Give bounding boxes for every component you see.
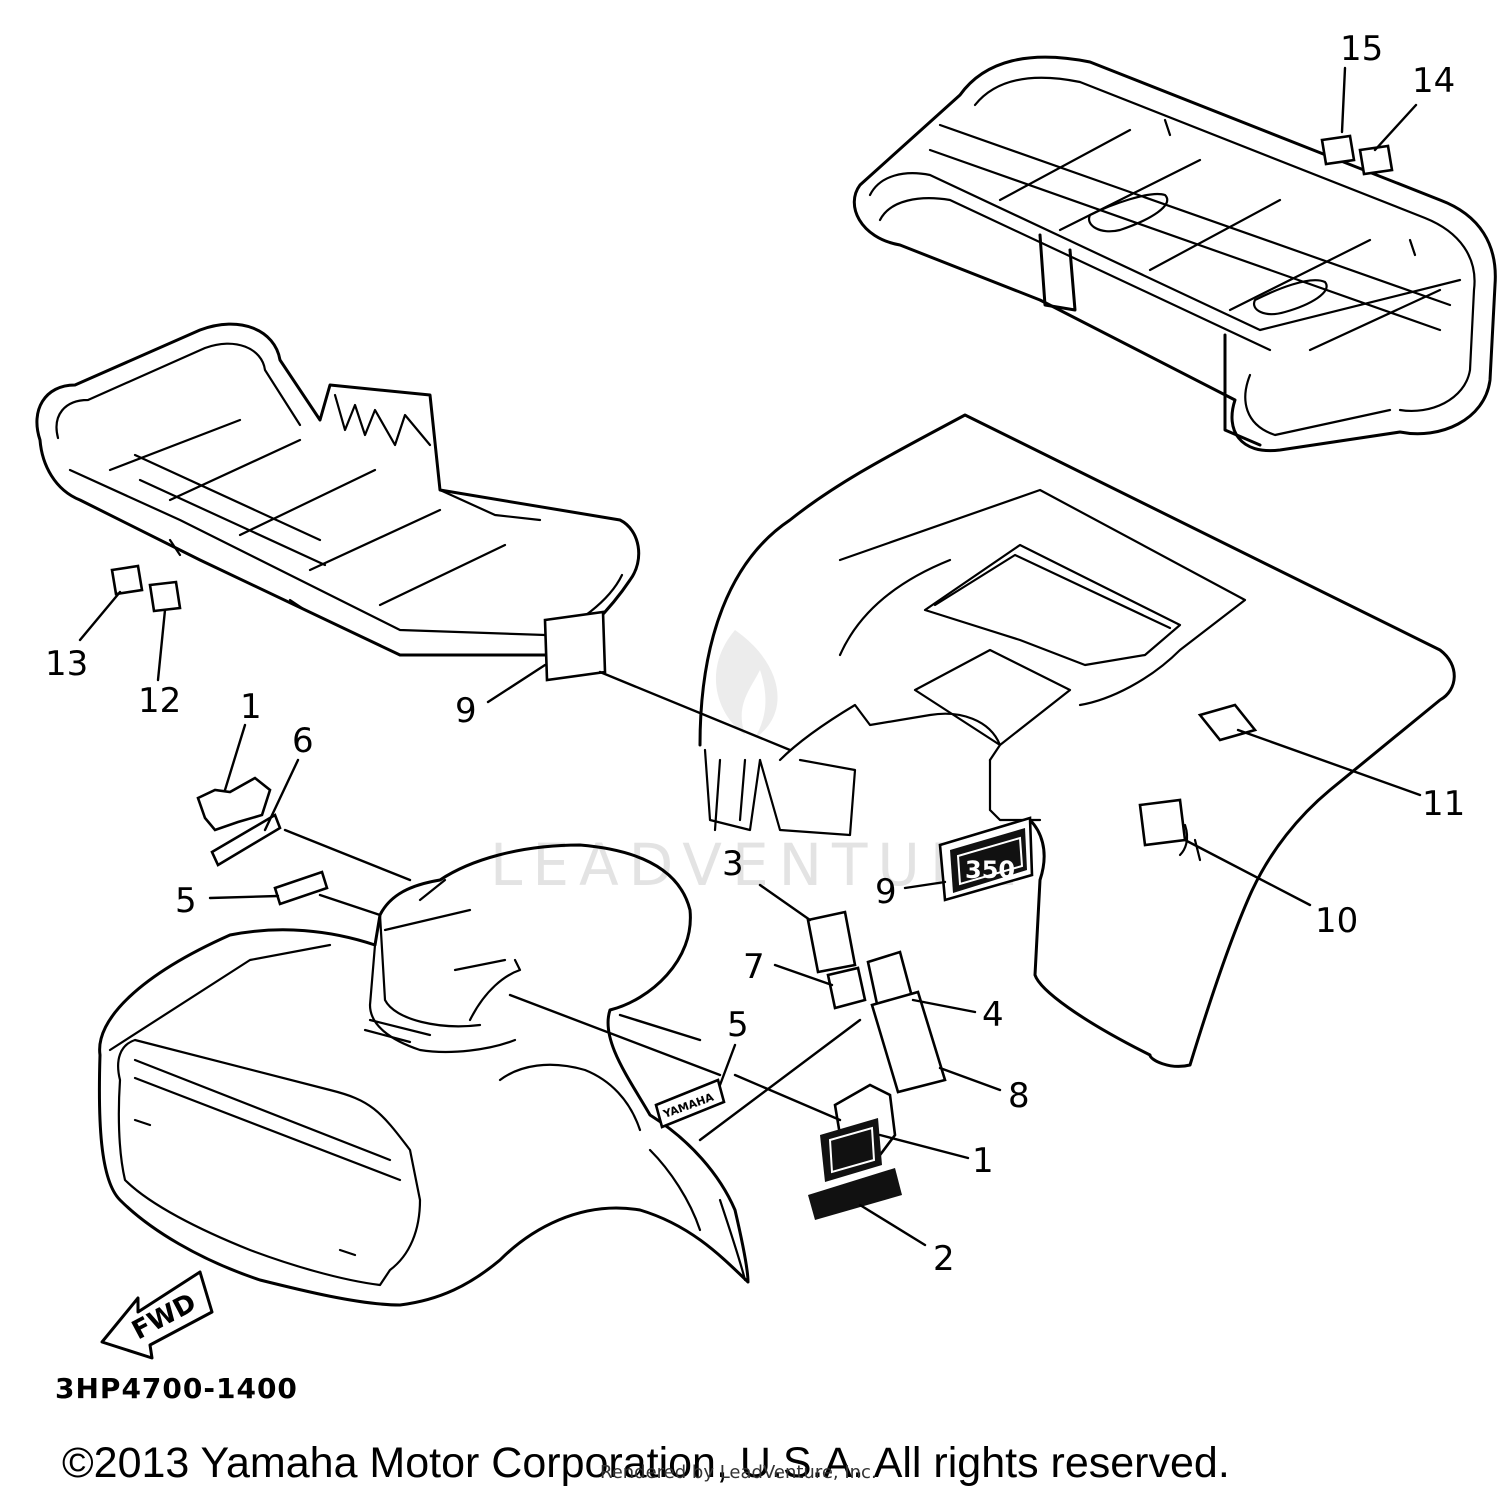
decal-10 <box>1138 798 1187 847</box>
watermark: LEADVENTURE <box>490 630 1027 899</box>
callout-1-left: 1 <box>240 687 262 727</box>
callout-10: 10 <box>1315 901 1358 941</box>
front-carrier <box>35 322 641 657</box>
decal-8 <box>870 990 947 1094</box>
callout-2: 2 <box>933 1239 955 1279</box>
callout-9-lower: 9 <box>875 872 897 912</box>
part-number: 3HP4700-1400 <box>55 1372 298 1405</box>
callout-5-left: 5 <box>175 881 197 921</box>
decal-1-left <box>196 776 272 832</box>
front-carrier-decals <box>110 564 182 613</box>
callout-3: 3 <box>722 844 744 884</box>
decal-2 <box>808 1168 902 1220</box>
callout-12: 12 <box>138 681 181 721</box>
callout-15: 15 <box>1340 29 1383 69</box>
leader-lines <box>78 66 1422 1247</box>
fwd-arrow: FWD <box>100 1270 214 1360</box>
callout-11: 11 <box>1422 784 1465 824</box>
decal-6 <box>210 813 282 867</box>
callout-14: 14 <box>1412 61 1455 101</box>
decal-3 <box>806 910 857 974</box>
callout-1-right: 1 <box>972 1141 994 1181</box>
callout-13: 13 <box>45 644 88 684</box>
rendered-by: Rendered by LeadVenture, Inc. <box>600 1462 877 1483</box>
decal-15 <box>1320 134 1356 166</box>
watermark-text: LEADVENTURE <box>490 831 1027 899</box>
callouts: 15 14 13 12 1 6 9 11 9 10 3 5 7 4 5 8 1 … <box>45 29 1465 1279</box>
decal-9-text: 350 <box>965 856 1015 884</box>
callout-8: 8 <box>1008 1076 1030 1116</box>
callout-9-upper: 9 <box>455 691 477 731</box>
decal-11 <box>1197 703 1258 742</box>
decal-9-upper <box>543 610 607 682</box>
front-fender-decals: YAMAHA <box>196 776 947 1220</box>
decal-13 <box>110 564 144 596</box>
decal-5-right: YAMAHA <box>654 1078 726 1129</box>
callout-4: 4 <box>982 995 1004 1035</box>
decal-12 <box>148 580 182 613</box>
callout-5-right: 5 <box>727 1005 749 1045</box>
callout-6: 6 <box>292 721 314 761</box>
callout-7: 7 <box>743 947 765 987</box>
decal-7 <box>826 966 867 1010</box>
copyright: ©2013 Yamaha Motor Corporation, U.S.A. A… <box>62 1439 1230 1487</box>
decal-5-left <box>273 870 329 906</box>
rear-carrier <box>852 55 1497 453</box>
rear-fender <box>698 413 1456 1068</box>
decal-1-right <box>820 1083 897 1182</box>
front-fender <box>97 843 750 1307</box>
